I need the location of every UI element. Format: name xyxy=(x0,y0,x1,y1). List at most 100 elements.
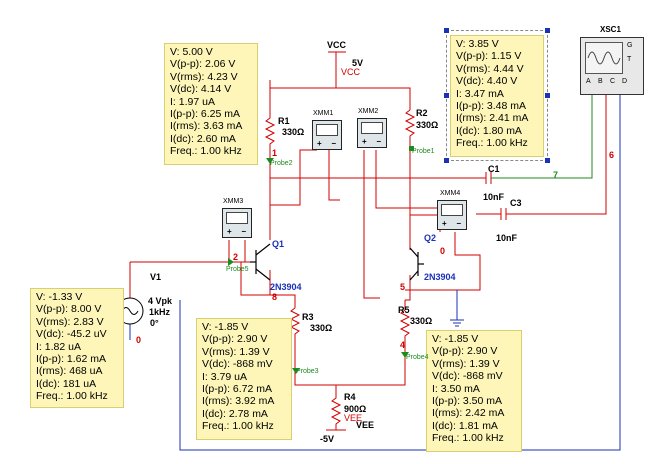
waveform-icon xyxy=(587,51,621,65)
resize-handle[interactable] xyxy=(444,93,449,98)
multimeter-xmm1[interactable]: + − xyxy=(312,120,342,150)
readout-line: V(rms): 4.23 V xyxy=(170,70,238,83)
readout-line: V(p-p): 1.15 V xyxy=(456,50,522,63)
readout-line: I(dc): 1.80 mA xyxy=(456,124,522,137)
scope-terminal-d: D xyxy=(622,78,628,85)
readout-line: V(p-p): 2.90 V xyxy=(202,333,268,346)
readout-line: I(rms): 3.63 mA xyxy=(170,120,243,133)
readout-line: Freq.: 1.00 kHz xyxy=(36,390,108,403)
r1-value: 330Ω xyxy=(282,127,305,137)
net-2: 2 xyxy=(233,252,239,262)
readout-line: V(dc): -868 mV xyxy=(202,358,273,371)
plus-terminal: + xyxy=(317,139,322,148)
r3-name: R3 xyxy=(302,312,314,322)
readout-line: I: 3.79 uA xyxy=(202,370,247,383)
resize-handle[interactable] xyxy=(444,28,449,33)
q1-model: 2N3904 xyxy=(270,282,302,292)
net-4: 4 xyxy=(400,340,406,350)
scope-terminal-c: C xyxy=(610,78,616,85)
readout-line: I(p-p): 6.25 mA xyxy=(170,108,241,121)
probe5-tag[interactable]: Probe5 xyxy=(226,266,249,273)
readout-line: I: 3.50 mA xyxy=(432,382,480,395)
readout-line: Freq.: 1.00 kHz xyxy=(456,137,528,150)
v1-frequency: 1kHz xyxy=(149,307,171,317)
net-7: 7 xyxy=(553,170,559,180)
probe2-tag[interactable]: Probe2 xyxy=(270,160,293,167)
plus-terminal: + xyxy=(442,219,447,228)
readout-line: Freq.: 1.00 kHz xyxy=(170,145,242,158)
readout-line: I(dc): 1.81 mA xyxy=(432,419,498,432)
readout-line: I(dc): 181 uA xyxy=(36,377,97,390)
readout-line: V: -1.33 V xyxy=(36,291,83,303)
readout-line: V(dc): 4.14 V xyxy=(170,83,232,96)
scope-screen-icon xyxy=(585,42,623,74)
r1-name: R1 xyxy=(278,116,290,126)
xsc1-label: XSC1 xyxy=(600,25,621,34)
readout-line: V(p-p): 8.00 V xyxy=(36,303,102,316)
readout-line: I: 1.82 uA xyxy=(36,340,81,353)
probe-markers xyxy=(228,146,414,374)
r5-value: 330Ω xyxy=(410,316,433,326)
probe2-readout[interactable]: V: 5.00 V V(p-p): 2.06 V V(rms): 4.23 V … xyxy=(164,43,258,165)
net-5: 5 xyxy=(400,282,406,292)
vcc-net: VCC xyxy=(341,67,361,77)
scope-terminal-t: T xyxy=(627,56,632,63)
scope-wire xyxy=(491,92,593,179)
r2-name: R2 xyxy=(416,108,428,118)
readout-line: I(rms): 468 uA xyxy=(36,365,103,378)
ground-wiring xyxy=(129,92,621,451)
r2-value: 330Ω xyxy=(416,120,439,130)
multimeter-xmm4[interactable]: + − xyxy=(437,200,467,230)
vcc-value: 5V xyxy=(352,58,364,68)
net-0-q2: 0 xyxy=(440,246,446,256)
readout-line: I(rms): 2.42 mA xyxy=(432,407,505,420)
sine-glyph xyxy=(121,307,139,315)
v1-name: V1 xyxy=(150,272,162,282)
readout-line: Freq.: 1.00 kHz xyxy=(432,432,504,445)
c3-name: C3 xyxy=(510,198,522,208)
plus-terminal: + xyxy=(362,137,367,146)
multimeter-xmm2[interactable]: + − xyxy=(357,118,387,148)
resize-handle[interactable] xyxy=(545,28,550,33)
readout-line: I(p-p): 6.72 mA xyxy=(202,383,273,396)
meter-dial-icon xyxy=(441,204,463,216)
readout-line: V: -1.85 V xyxy=(202,321,249,333)
vcc-name: VCC xyxy=(327,40,347,50)
xmm4-label: XMM4 xyxy=(440,190,461,197)
c1-name: C1 xyxy=(488,164,500,174)
readout-line: V(p-p): 2.90 V xyxy=(432,345,498,358)
probe3-readout[interactable]: V: -1.85 V V(p-p): 2.90 V V(rms): 1.39 V… xyxy=(196,318,292,440)
probe5-readout[interactable]: V: -1.33 V V(p-p): 8.00 V V(rms): 2.83 V… xyxy=(30,288,124,408)
minus-terminal: − xyxy=(331,139,336,148)
readout-line: I(p-p): 1.62 mA xyxy=(36,353,107,366)
net-6: 6 xyxy=(609,150,615,160)
readout-line: V: 3.85 V xyxy=(456,38,499,50)
readout-line: V(p-p): 2.06 V xyxy=(170,58,236,71)
probe1-readout[interactable]: V: 3.85 V V(p-p): 1.15 V V(rms): 4.44 V … xyxy=(450,35,544,157)
q1-name: Q1 xyxy=(272,239,285,249)
resize-handle[interactable] xyxy=(545,158,550,163)
oscilloscope-xsc1[interactable]: G T A B C D xyxy=(580,37,644,95)
q2-model: 2N3904 xyxy=(424,272,456,282)
probe3-tag[interactable]: Probe3 xyxy=(296,368,319,375)
r3-value: 330Ω xyxy=(310,323,333,333)
readout-line: I(dc): 2.78 mA xyxy=(202,407,268,420)
probe4-readout[interactable]: V: -1.85 V V(p-p): 2.90 V V(rms): 1.39 V… xyxy=(426,330,522,452)
readout-line: V(rms): 2.83 V xyxy=(36,315,104,328)
scope-terminal-b: B xyxy=(598,78,603,85)
probe4-tag[interactable]: Probe4 xyxy=(406,354,429,361)
resize-handle[interactable] xyxy=(444,158,449,163)
readout-line: V(dc): -868 mV xyxy=(432,370,503,383)
xmm3-label: XMM3 xyxy=(223,198,244,205)
multimeter-xmm3[interactable]: + − xyxy=(222,208,252,238)
readout-line: V(rms): 1.39 V xyxy=(202,345,270,358)
vee-net: VEE xyxy=(344,413,363,423)
readout-line: Freq.: 1.00 kHz xyxy=(202,420,274,433)
readout-line: V: -1.85 V xyxy=(432,333,479,345)
probe1-tag[interactable]: Probe1 xyxy=(412,148,435,155)
meter-dial-icon xyxy=(226,212,248,224)
resize-handle[interactable] xyxy=(545,93,550,98)
readout-line: I: 3.47 mA xyxy=(456,87,504,100)
